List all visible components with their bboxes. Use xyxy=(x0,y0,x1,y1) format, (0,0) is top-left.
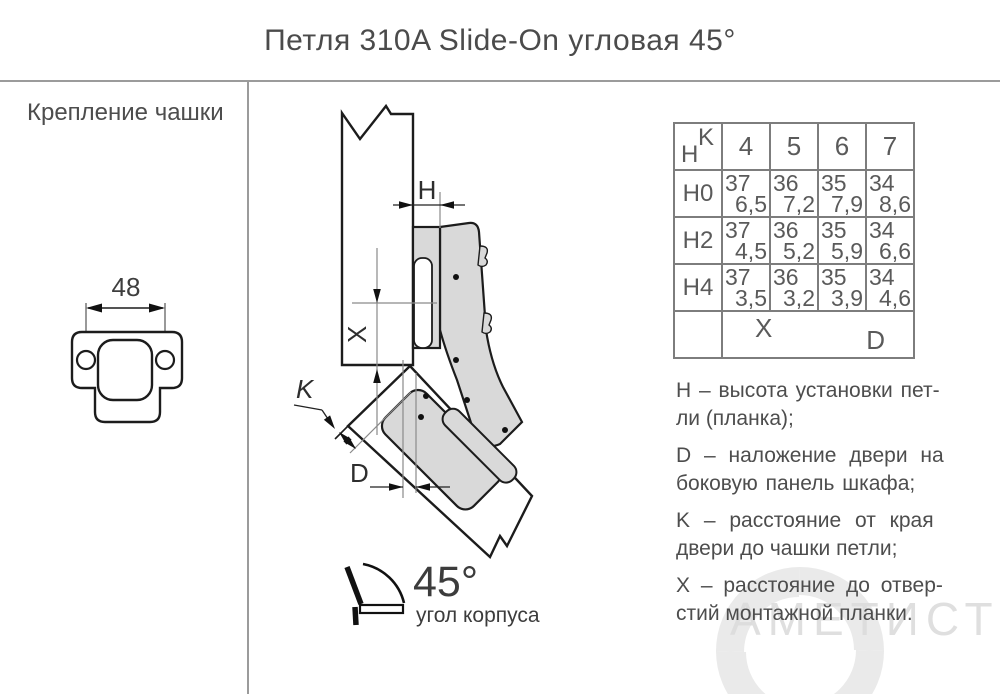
value-sub: 6,6 xyxy=(879,237,911,264)
value-main: 37 xyxy=(725,217,751,243)
dim-x-label: X xyxy=(342,326,372,343)
screw-dots xyxy=(418,274,508,433)
value-sub: 5,2 xyxy=(783,237,815,264)
corner-h-label: H xyxy=(681,141,699,168)
angle-caption: угол корпуса xyxy=(416,604,540,627)
arrow-left xyxy=(86,303,102,313)
dim-48-label: 48 xyxy=(112,272,141,302)
col-header-k7: 7 xyxy=(865,122,915,171)
value-sub: 6,5 xyxy=(735,190,767,217)
table-footer-row: X D xyxy=(673,310,915,359)
value-sub: 3,2 xyxy=(783,284,815,311)
horizontal-divider xyxy=(0,80,1000,82)
value-main: 37 xyxy=(725,264,751,290)
footer-d-label: D xyxy=(866,325,885,355)
vertical-divider xyxy=(247,80,249,694)
row-header-h2: H2 xyxy=(673,216,723,265)
value-main: 36 xyxy=(773,264,799,290)
hinge-drawing: H X K D xyxy=(293,103,534,559)
plate-drawing: 48 xyxy=(70,272,184,424)
col-header-k5: 5 xyxy=(769,122,819,171)
value-main: 34 xyxy=(869,170,895,196)
cup-mounting-heading: Крепление чашки xyxy=(27,99,224,126)
footer-x-label: X xyxy=(755,313,773,343)
legend-paragraph-d: D – наложение двери на боковую панель шк… xyxy=(676,442,974,498)
footer-xd-cell: X D xyxy=(721,310,915,359)
legend-line: стий монтажной планки. xyxy=(676,602,913,625)
value-sub: 7,2 xyxy=(783,190,815,217)
legend-paragraph-x: X – расстояние до отвер- стий монтажной … xyxy=(676,572,974,628)
page-title: Петля 310A Slide-On угловая 45° xyxy=(264,24,736,57)
value-sub: 3,5 xyxy=(735,284,767,311)
value-sub: 8,6 xyxy=(879,190,911,217)
value-main: 35 xyxy=(821,170,847,196)
legend-line: двери до чашки петли; xyxy=(676,537,898,560)
col-header-k6: 6 xyxy=(817,122,867,171)
legend-line: H – высота установки пет- xyxy=(676,379,940,402)
legend-paragraph-k: K – расстояние от края двери до чашки пе… xyxy=(676,507,974,563)
legend-line: D – наложение двери на xyxy=(676,444,944,467)
body-angle-icon xyxy=(344,562,406,626)
legend-paragraph-h: H – высота установки пет- ли (планка); xyxy=(676,377,974,433)
cup-window xyxy=(96,338,154,402)
value-main: 36 xyxy=(773,217,799,243)
table-corner-cell: K H xyxy=(673,122,723,171)
value-sub: 5,9 xyxy=(831,237,863,264)
value-sub: 7,9 xyxy=(831,190,863,217)
value-sub: 3,9 xyxy=(831,284,863,311)
value-main: 36 xyxy=(773,170,799,196)
dim-h-label: H xyxy=(418,175,437,205)
dim-d-label: D xyxy=(350,458,369,488)
arm-hook-bottom xyxy=(481,312,493,335)
hinge-link xyxy=(441,407,518,484)
hinge-arm xyxy=(438,221,524,448)
arrow-right xyxy=(149,303,165,313)
row-header-h0: H0 xyxy=(673,169,723,218)
legend: H – высота установки пет- ли (планка); D… xyxy=(676,377,974,637)
row-header-h4: H4 xyxy=(673,263,723,312)
door-edge-extension xyxy=(334,425,349,440)
legend-line: ли (планка); xyxy=(676,407,794,430)
cabinet-panel xyxy=(340,103,415,367)
value-main: 35 xyxy=(821,264,847,290)
value-sub: 4,5 xyxy=(735,237,767,264)
dim-k-label: K xyxy=(296,374,315,404)
legend-line: K – расстояние от края xyxy=(676,509,934,532)
value-main: 34 xyxy=(869,264,895,290)
col-header-k4: 4 xyxy=(721,122,771,171)
value-main: 34 xyxy=(869,217,895,243)
value-sub: 4,6 xyxy=(879,284,911,311)
legend-line: X – расстояние до отвер- xyxy=(676,574,943,597)
screw-hole-right xyxy=(154,349,176,371)
footer-blank-cell xyxy=(673,310,723,359)
legend-line: боковую панель шкафа; xyxy=(676,472,916,495)
value-main: 37 xyxy=(725,170,751,196)
corner-k-label: K xyxy=(697,124,714,151)
screw-hole-left xyxy=(75,349,97,371)
angle-value: 45° xyxy=(413,558,479,606)
arm-hook-top xyxy=(477,245,489,268)
value-main: 35 xyxy=(821,217,847,243)
